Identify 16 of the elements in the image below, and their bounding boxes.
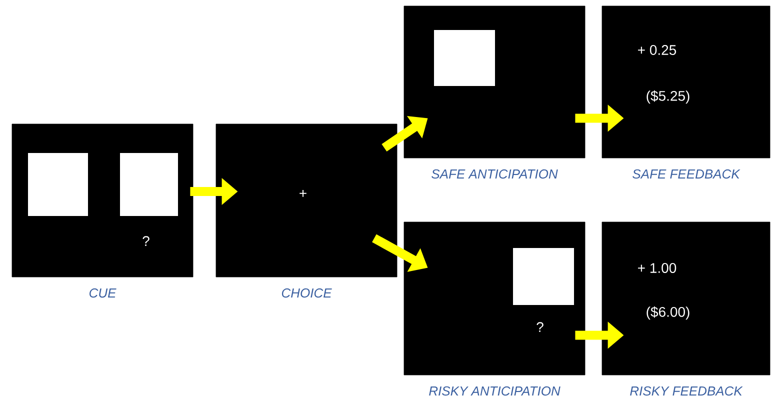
panel-text: ($5.25): [646, 90, 690, 104]
node-label: RISKY ANTICIPATION: [429, 386, 560, 396]
panel: [602, 6, 770, 158]
panel-text: + 0.25: [638, 45, 676, 55]
panel-text: ?: [142, 236, 150, 246]
panel-text: ?: [536, 322, 544, 332]
node-label: RISKY FEEDBACK: [630, 386, 743, 396]
node-label: CUE: [90, 288, 116, 298]
node-label: SAFE FEEDBACK: [632, 169, 740, 179]
panel-text: + 1.00: [638, 263, 676, 273]
panel: [602, 222, 770, 376]
panel-text: +: [300, 190, 306, 197]
panel: [216, 124, 398, 278]
node-label: CHOICE: [282, 288, 332, 298]
node-label: SAFE ANTICIPATION: [432, 169, 558, 179]
panel-text: ($6.00): [646, 306, 690, 320]
